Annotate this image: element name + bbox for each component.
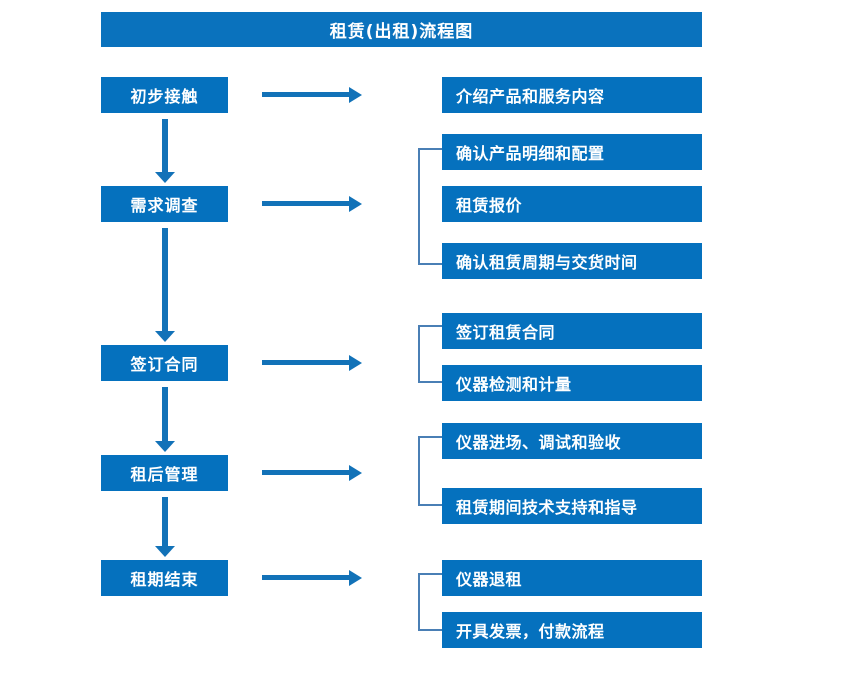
stage-box-租后管理[interactable]: 租后管理 [101, 455, 228, 491]
stage-box-需求调查[interactable]: 需求调查 [101, 186, 228, 222]
group-bracket-需求调查 [418, 148, 442, 265]
detail-box-仪器退租[interactable]: 仪器退租 [442, 560, 702, 596]
horizontal-arrow-1 [262, 87, 362, 103]
group-bracket-租后管理 [418, 436, 442, 506]
stage-box-初步接触[interactable]: 初步接触 [101, 77, 228, 113]
stage-box-签订合同[interactable]: 签订合同 [101, 345, 228, 381]
horizontal-arrow-3 [262, 355, 362, 371]
detail-box-确认产品明细和配置[interactable]: 确认产品明细和配置 [442, 134, 702, 170]
vertical-arrow-3 [155, 387, 175, 452]
detail-box-仪器检测和计量[interactable]: 仪器检测和计量 [442, 365, 702, 401]
detail-box-租赁报价[interactable]: 租赁报价 [442, 186, 702, 222]
detail-box-介绍产品和服务内容[interactable]: 介绍产品和服务内容 [442, 77, 702, 113]
stage-box-租期结束[interactable]: 租期结束 [101, 560, 228, 596]
horizontal-arrow-2 [262, 196, 362, 212]
detail-box-仪器进场调试和验收[interactable]: 仪器进场、调试和验收 [442, 423, 702, 459]
detail-box-开具发票付款流程[interactable]: 开具发票，付款流程 [442, 612, 702, 648]
detail-box-租赁期间技术支持和指导[interactable]: 租赁期间技术支持和指导 [442, 488, 702, 524]
horizontal-arrow-5 [262, 570, 362, 586]
group-bracket-签订合同 [418, 325, 442, 383]
detail-box-确认租赁周期与交货时间[interactable]: 确认租赁周期与交货时间 [442, 243, 702, 279]
group-bracket-租期结束 [418, 573, 442, 631]
horizontal-arrow-4 [262, 465, 362, 481]
diagram-title: 租赁(出租)流程图 [101, 12, 702, 47]
vertical-arrow-4 [155, 497, 175, 557]
vertical-arrow-2 [155, 228, 175, 342]
vertical-arrow-1 [155, 119, 175, 183]
detail-box-签订租赁合同[interactable]: 签订租赁合同 [442, 313, 702, 349]
